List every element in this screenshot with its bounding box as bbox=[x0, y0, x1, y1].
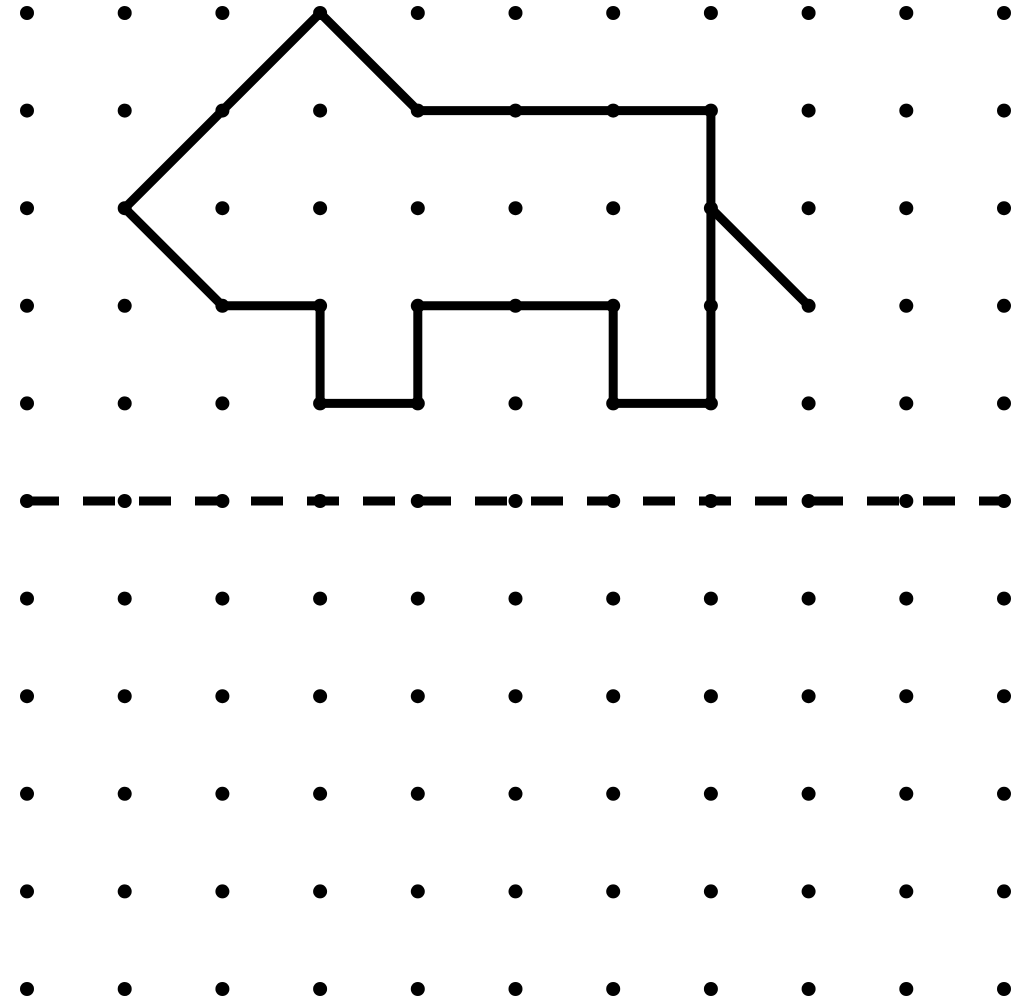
grid-dot bbox=[899, 104, 913, 118]
grid-dot bbox=[215, 6, 229, 20]
grid-dot bbox=[411, 884, 425, 898]
grid-dot bbox=[313, 787, 327, 801]
grid-dot bbox=[411, 592, 425, 606]
grid-dot bbox=[606, 787, 620, 801]
grid-dot bbox=[997, 592, 1011, 606]
grid-dot bbox=[899, 201, 913, 215]
grid-dot bbox=[215, 884, 229, 898]
grid-dot bbox=[215, 201, 229, 215]
grid-dot bbox=[899, 396, 913, 410]
grid-dot bbox=[997, 787, 1011, 801]
grid-dot bbox=[997, 6, 1011, 20]
grid-dot bbox=[509, 396, 523, 410]
grid-dot bbox=[509, 6, 523, 20]
grid-dot bbox=[509, 982, 523, 996]
grid-dot bbox=[313, 201, 327, 215]
grid-dot bbox=[704, 592, 718, 606]
grid-dot bbox=[20, 104, 34, 118]
grid-dot bbox=[606, 6, 620, 20]
grid-dot bbox=[20, 592, 34, 606]
grid-dot bbox=[997, 201, 1011, 215]
grid-dot bbox=[997, 884, 1011, 898]
grid-dot bbox=[118, 104, 132, 118]
grid-dot bbox=[704, 689, 718, 703]
grid-dot bbox=[20, 689, 34, 703]
grid-dot bbox=[802, 201, 816, 215]
grid-dot bbox=[118, 396, 132, 410]
grid-dot bbox=[802, 6, 816, 20]
figure-tail bbox=[711, 208, 809, 306]
grid-dot bbox=[20, 396, 34, 410]
grid-dot bbox=[118, 787, 132, 801]
grid-dot bbox=[899, 592, 913, 606]
grid-dot bbox=[606, 884, 620, 898]
grid-dot bbox=[313, 689, 327, 703]
grid-dot bbox=[20, 982, 34, 996]
grid-dot bbox=[411, 689, 425, 703]
grid-dot bbox=[411, 201, 425, 215]
grid-dot bbox=[899, 884, 913, 898]
grid-dot bbox=[118, 299, 132, 313]
grid-dot bbox=[20, 787, 34, 801]
grid-dot bbox=[313, 884, 327, 898]
grid-dot bbox=[704, 787, 718, 801]
grid-dot bbox=[509, 592, 523, 606]
grid-dot bbox=[997, 982, 1011, 996]
grid-dot bbox=[118, 494, 132, 508]
grid-dot bbox=[118, 689, 132, 703]
grid-dot bbox=[118, 6, 132, 20]
grid-dot bbox=[20, 299, 34, 313]
grid-dot bbox=[509, 689, 523, 703]
grid-dot bbox=[411, 787, 425, 801]
grid-dot bbox=[802, 592, 816, 606]
grid-dot bbox=[606, 982, 620, 996]
grid-dot bbox=[802, 396, 816, 410]
grid-dot bbox=[997, 299, 1011, 313]
grid-dot bbox=[802, 787, 816, 801]
grid-dot bbox=[802, 104, 816, 118]
grid-dot bbox=[118, 982, 132, 996]
grid-dot bbox=[606, 201, 620, 215]
grid-dot bbox=[606, 592, 620, 606]
grid-dot bbox=[313, 982, 327, 996]
grid-dot bbox=[215, 982, 229, 996]
grid-dot bbox=[899, 299, 913, 313]
grid-dot bbox=[704, 6, 718, 20]
grid-dot bbox=[215, 592, 229, 606]
grid-dot bbox=[899, 494, 913, 508]
grid-dot bbox=[313, 104, 327, 118]
grid-dot bbox=[118, 884, 132, 898]
grid-dot bbox=[997, 104, 1011, 118]
grid-dot bbox=[704, 884, 718, 898]
grid-dot bbox=[606, 689, 620, 703]
grid-dot bbox=[997, 396, 1011, 410]
grid-dot bbox=[802, 982, 816, 996]
grid-dot bbox=[899, 6, 913, 20]
grid-dot bbox=[899, 982, 913, 996]
grid-dot bbox=[509, 201, 523, 215]
grid-dot bbox=[411, 982, 425, 996]
grid-dot bbox=[20, 884, 34, 898]
grid-dot bbox=[704, 982, 718, 996]
grid-dot bbox=[802, 884, 816, 898]
grid-dot bbox=[411, 6, 425, 20]
grid-dot bbox=[20, 201, 34, 215]
grid-dot bbox=[997, 689, 1011, 703]
grid-dot bbox=[215, 396, 229, 410]
grid-dot bbox=[509, 884, 523, 898]
grid-dot bbox=[509, 787, 523, 801]
grid-dot bbox=[802, 689, 816, 703]
grid-dot bbox=[20, 6, 34, 20]
grid-dot bbox=[899, 787, 913, 801]
grid-dot bbox=[215, 787, 229, 801]
grid-dot bbox=[509, 494, 523, 508]
grid-dot bbox=[313, 592, 327, 606]
grid-dot bbox=[899, 689, 913, 703]
grid-dot bbox=[118, 592, 132, 606]
grid-dot bbox=[215, 689, 229, 703]
